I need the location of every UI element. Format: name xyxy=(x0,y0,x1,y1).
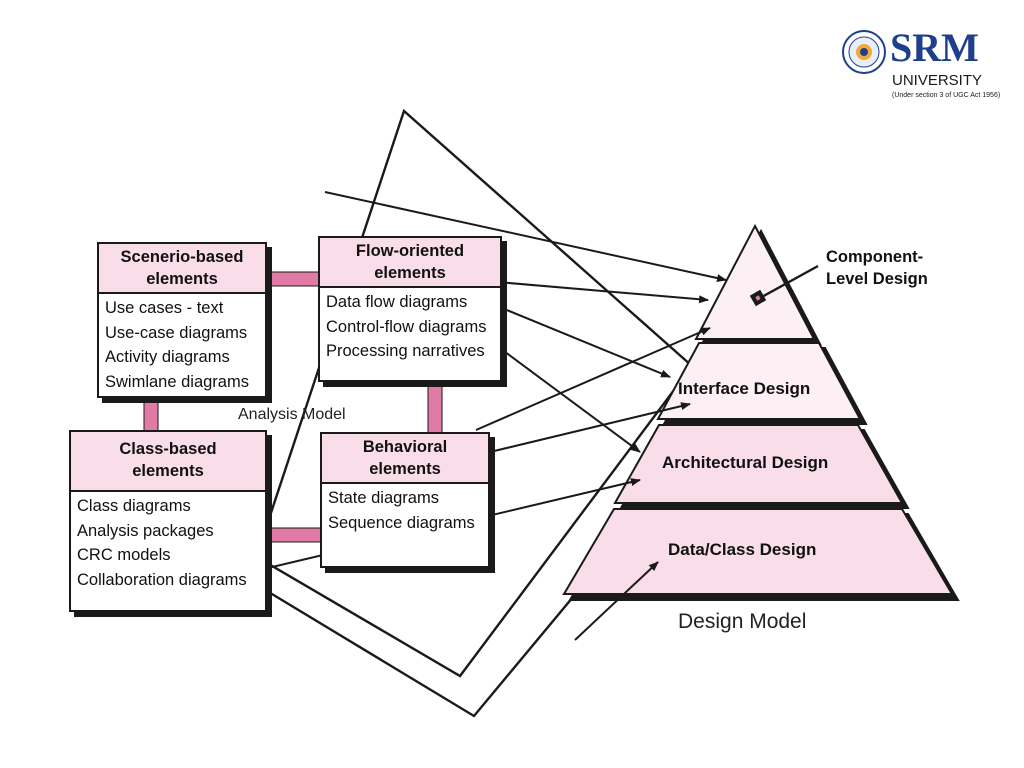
data-class-design-label: Data/Class Design xyxy=(668,540,817,559)
class-based-title: Class-based elements xyxy=(71,432,265,492)
list-item: Class diagrams xyxy=(77,497,191,515)
scenario-based-list: Use cases - text Use-case diagrams Activ… xyxy=(99,294,265,396)
pyramid-tier-interface xyxy=(656,342,862,420)
design-pyramid xyxy=(562,223,960,601)
list-item: Sequence diagrams xyxy=(328,513,475,532)
pyramid-tier-component xyxy=(694,223,816,340)
analysis-model-label: Analysis Model xyxy=(238,406,346,423)
university-seal-icon xyxy=(842,30,886,74)
list-item: State diagrams xyxy=(328,489,439,507)
scenario-based-title: Scenerio-based elements xyxy=(99,244,265,294)
list-item: CRC models xyxy=(77,546,171,564)
flow-oriented-list: Data flow diagrams Control-flow diagrams… xyxy=(320,288,500,366)
srm-university-logo: SRM UNIVERSITY (Under section 3 of UGC A… xyxy=(842,25,1002,108)
design-model-label: Design Model xyxy=(678,610,807,633)
pyramid-tier-architectural xyxy=(613,424,904,504)
flow-oriented-elements-box: Flow-oriented elements Data flow diagram… xyxy=(318,236,502,382)
scenario-based-elements-box: Scenerio-based elements Use cases - text… xyxy=(97,242,267,398)
list-item: Swimlane diagrams xyxy=(105,372,249,391)
list-item: Data flow diagrams xyxy=(326,293,468,311)
class-based-list: Class diagrams Analysis packages CRC mod… xyxy=(71,492,265,594)
architectural-design-label: Architectural Design xyxy=(662,453,829,472)
list-item: Use-case diagrams xyxy=(105,323,248,342)
class-based-elements-box: Class-based elements Class diagrams Anal… xyxy=(69,430,267,612)
component-callout-line xyxy=(759,264,819,300)
list-item: Activity diagrams xyxy=(105,348,230,366)
list-item: Analysis packages xyxy=(77,521,214,540)
behavioral-title: Behavioral elements xyxy=(322,434,488,484)
flow-oriented-title: Flow-oriented elements xyxy=(320,238,500,288)
list-item: Collaboration diagrams xyxy=(77,570,247,589)
list-item: Processing narratives xyxy=(326,342,485,360)
behavioral-list: State diagrams Sequence diagrams xyxy=(322,484,488,537)
interface-design-label: Interface Design xyxy=(678,379,811,398)
component-level-design-label: Component- Level Design xyxy=(826,248,928,288)
behavioral-elements-box: Behavioral elements State diagrams Seque… xyxy=(320,432,490,568)
logo-note: (Under section 3 of UGC Act 1956) xyxy=(892,92,1001,99)
list-item: Control-flow diagrams xyxy=(326,317,487,336)
logo-name: SRM xyxy=(890,25,979,70)
logo-subtitle: UNIVERSITY xyxy=(892,72,983,89)
list-item: Use cases - text xyxy=(105,299,224,317)
pyramid-tier-data xyxy=(562,508,954,595)
